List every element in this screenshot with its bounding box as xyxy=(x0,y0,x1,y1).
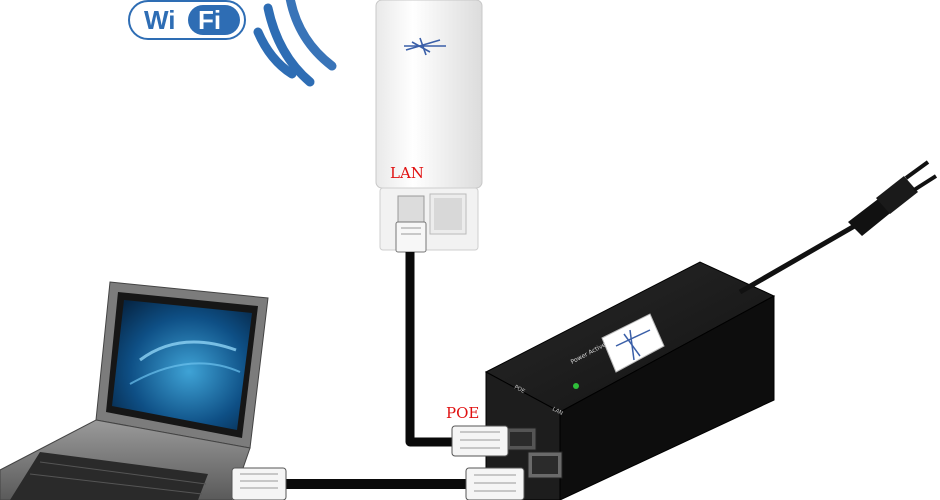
lan-label: LAN xyxy=(390,164,424,182)
rj45-connector-icon xyxy=(465,467,525,500)
rj45-connector-icon xyxy=(395,221,427,253)
power-cable xyxy=(738,221,860,295)
poe-injector: Power Active POE LAN xyxy=(484,261,776,500)
wifi-logo: Wi Fi xyxy=(128,0,246,40)
wifi-waves-icon xyxy=(253,0,337,87)
laptop xyxy=(0,281,269,500)
poe-port-text: POE xyxy=(513,384,526,395)
lan-port-text: LAN xyxy=(551,406,564,416)
wifi-logo-text-wi: Wi xyxy=(144,5,176,35)
ubiquiti-logo-icon xyxy=(615,329,651,361)
rj45-connector-icon xyxy=(231,467,287,500)
power-led xyxy=(573,383,579,389)
rj45-connector-icon xyxy=(451,425,509,457)
access-point xyxy=(375,0,483,253)
wifi-logo-text-fi: Fi xyxy=(198,5,221,35)
power-plug-icon xyxy=(848,160,938,236)
ubiquiti-logo-icon xyxy=(404,37,446,56)
ethernet-cable-ap-to-poe xyxy=(405,252,452,447)
poe-label: POE xyxy=(446,404,479,422)
